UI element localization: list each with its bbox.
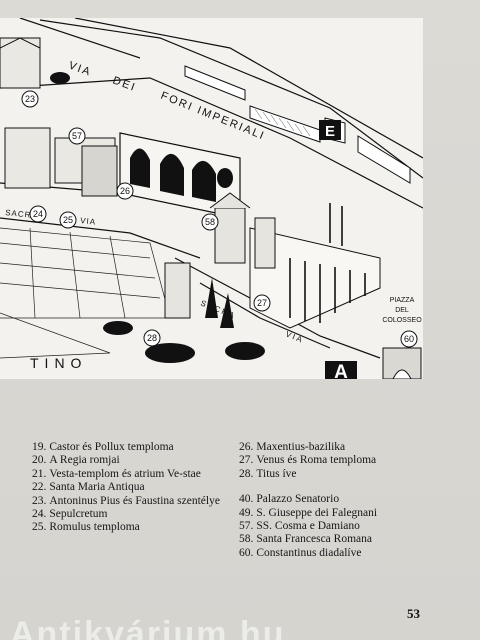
- marker-58: 58: [205, 217, 215, 227]
- road-lines: [0, 18, 423, 359]
- legend-left: 19.Castor és Pollux temploma 20.A Regia …: [32, 441, 232, 535]
- letter-a-box: [325, 361, 357, 379]
- legend-item-26: 26.Maxentius-bazilika: [239, 441, 346, 453]
- label-piazza: PIAZZA: [390, 297, 415, 304]
- legend-item-23: 23.Antoninus Pius és Faustina szentélye: [32, 494, 220, 507]
- legend-right: 26.Maxentius-bazilika 27.Venus és Roma t…: [239, 441, 439, 560]
- legend-item-58: 58.Santa Francesca Romana: [239, 533, 372, 546]
- marker-26: 26: [120, 186, 130, 196]
- marker-25: 25: [63, 215, 73, 225]
- letter-e-box: [319, 120, 341, 140]
- letter-e: E: [325, 123, 335, 140]
- marker-24: 24: [33, 209, 43, 219]
- legend-item-24: 24.Sepulcretum: [32, 508, 108, 521]
- watermark: Antikvárium.hu: [10, 615, 286, 640]
- legend-spacer: [239, 481, 439, 493]
- legend-item-49: 49.S. Giuseppe dei Falegnani: [239, 506, 378, 519]
- label-del: DEL: [395, 307, 409, 314]
- legend-item-25: 25.Romulus temploma: [32, 521, 140, 534]
- legend-item-40: 40.Palazzo Senatorio: [239, 493, 340, 506]
- legend-item-21: 21.Vesta-templom és atrium Ve-stae: [32, 467, 201, 480]
- page-number: 53: [407, 606, 420, 621]
- legend-item-28: 28.Titus íve: [239, 467, 297, 480]
- marker-28: 28: [147, 333, 157, 343]
- label-via-upper: VIA: [80, 216, 97, 227]
- marker-57: 57: [72, 131, 82, 141]
- marker-27: 27: [257, 298, 267, 308]
- label-palatino: TINO: [30, 355, 87, 371]
- marker-23: 23: [25, 94, 35, 104]
- legend-item-27: 27.Venus és Roma temploma: [239, 454, 377, 467]
- label-sacra-upper: SACRA: [5, 208, 38, 220]
- legend-item-19: 19.Castor és Pollux temploma: [32, 441, 174, 453]
- label-colosseo: COLOSSEO: [382, 317, 422, 324]
- legend-item-60: 60.Constantinus diadalíve: [239, 546, 362, 559]
- forum-map-illustration: E A VIA DEI FORI IMPERIALI SACRA VIA SAC…: [0, 18, 423, 379]
- marker-60: 60: [404, 334, 414, 344]
- legend-item-20: 20.A Regia romjai: [32, 454, 120, 467]
- map-drawing: E A VIA DEI FORI IMPERIALI SACRA VIA SAC…: [0, 18, 423, 379]
- legend-item-22: 22.Santa Maria Antiqua: [32, 481, 145, 494]
- legend-item-57: 57.SS. Cosma e Damiano: [239, 520, 360, 533]
- letter-a: A: [334, 362, 348, 379]
